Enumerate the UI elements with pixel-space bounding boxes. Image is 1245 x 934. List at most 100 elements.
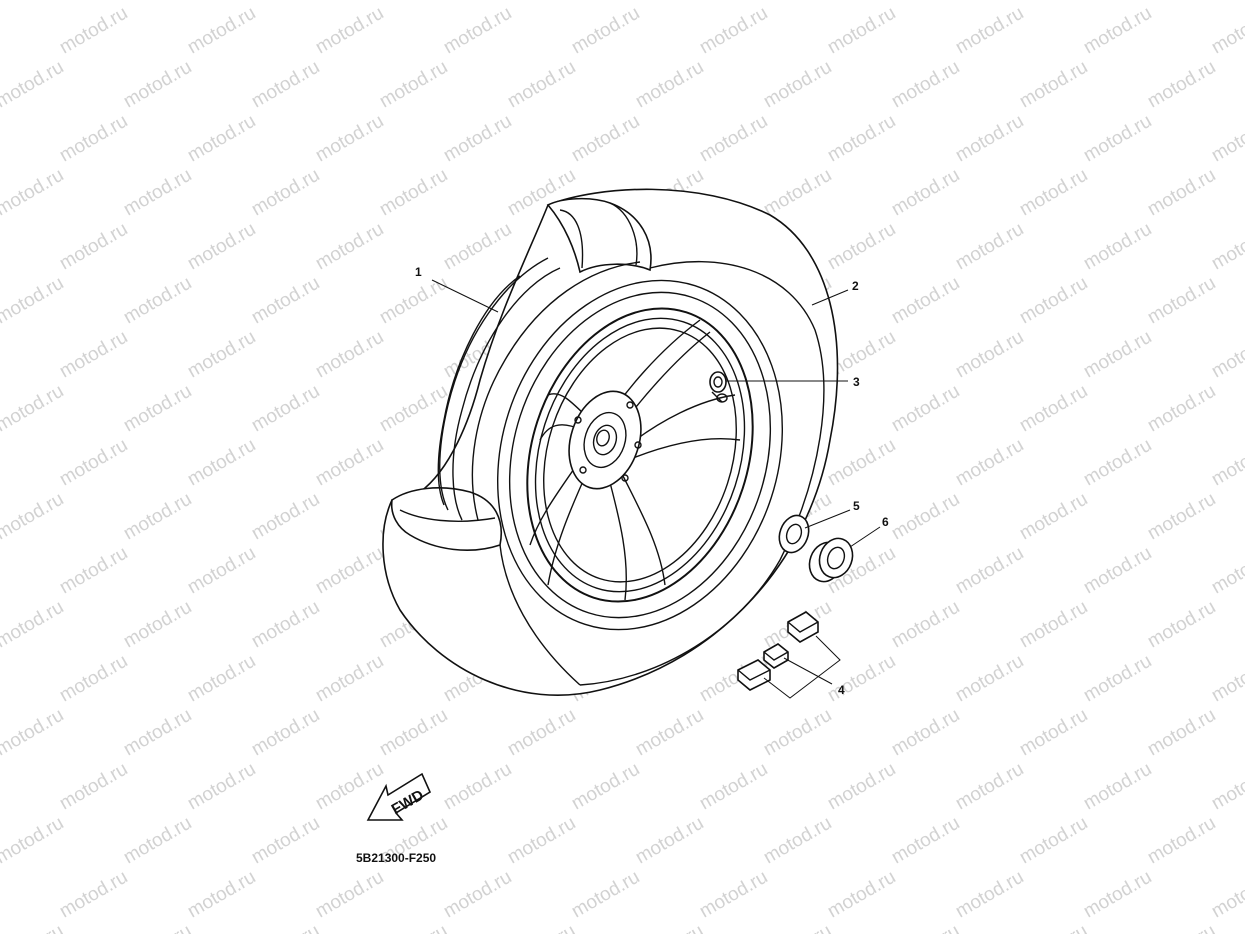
watermark-text: motod.ru xyxy=(1208,327,1245,383)
watermark-text: motod.ru xyxy=(0,489,67,545)
watermark-text: motod.ru xyxy=(760,813,835,869)
watermark-text: motod.ru xyxy=(632,705,707,761)
watermark-text: motod.ru xyxy=(1080,651,1155,707)
watermark-text: motod.ru xyxy=(184,219,259,275)
watermark-text: motod.ru xyxy=(1144,489,1219,545)
watermark-text: motod.ru xyxy=(1080,543,1155,599)
watermark-text: motod.ru xyxy=(1080,435,1155,491)
watermark-text: motod.ru xyxy=(376,921,451,934)
watermark-text: motod.ru xyxy=(312,111,387,167)
watermark-text: motod.ru xyxy=(56,219,131,275)
watermark-text: motod.ru xyxy=(952,3,1027,59)
watermark-text: motod.ru xyxy=(1016,165,1091,221)
watermark-text: motod.ru xyxy=(312,867,387,923)
watermark-text: motod.ru xyxy=(888,705,963,761)
watermark-text: motod.ru xyxy=(824,759,899,815)
watermark-text: motod.ru xyxy=(1080,3,1155,59)
watermark-text: motod.ru xyxy=(1080,867,1155,923)
collar-drawing xyxy=(778,514,810,554)
watermark-text: motod.ru xyxy=(440,867,515,923)
watermark-text: motod.ru xyxy=(888,273,963,329)
watermark-text: motod.ru xyxy=(56,651,131,707)
watermark-text: motod.ru xyxy=(760,0,835,4)
watermark-text: motod.ru xyxy=(888,813,963,869)
watermark-text: motod.ru xyxy=(1144,165,1219,221)
watermark-text: motod.ru xyxy=(184,759,259,815)
watermark-text: motod.ru xyxy=(504,0,579,4)
watermark-text: motod.ru xyxy=(888,165,963,221)
watermark-text: motod.ru xyxy=(504,813,579,869)
watermark-text: motod.ru xyxy=(696,759,771,815)
watermark-text: motod.ru xyxy=(888,57,963,113)
watermark-text: motod.ru xyxy=(504,705,579,761)
watermark-text: motod.ru xyxy=(952,543,1027,599)
watermark-text: motod.ru xyxy=(0,219,3,275)
watermark-text: motod.ru xyxy=(696,867,771,923)
watermark-text: motod.ru xyxy=(1208,651,1245,707)
watermark-text: motod.ru xyxy=(824,435,899,491)
watermark-text: motod.ru xyxy=(248,597,323,653)
watermark-text: motod.ru xyxy=(120,597,195,653)
watermark-text: motod.ru xyxy=(696,111,771,167)
watermark-text: motod.ru xyxy=(1016,921,1091,934)
watermark-text: motod.ru xyxy=(0,813,67,869)
watermark-text: motod.ru xyxy=(824,3,899,59)
watermark-text: motod.ru xyxy=(952,111,1027,167)
watermark-text: motod.ru xyxy=(1208,543,1245,599)
watermark-text: motod.ru xyxy=(0,543,3,599)
watermark-text: motod.ru xyxy=(632,813,707,869)
watermark-text: motod.ru xyxy=(120,0,195,4)
watermark-text: motod.ru xyxy=(1144,705,1219,761)
watermark-text: motod.ru xyxy=(824,651,899,707)
watermark-text: motod.ru xyxy=(56,759,131,815)
watermark-text: motod.ru xyxy=(1016,0,1091,4)
watermark-text: motod.ru xyxy=(184,327,259,383)
bearing-drawing xyxy=(808,537,854,583)
callout-2: 2 xyxy=(852,279,859,293)
watermark-text: motod.ru xyxy=(120,381,195,437)
watermark-text: motod.ru xyxy=(0,57,67,113)
watermark-text: motod.ru xyxy=(1016,57,1091,113)
callout-6: 6 xyxy=(882,515,889,529)
watermark-text: motod.ru xyxy=(56,867,131,923)
watermark-text: motod.ru xyxy=(248,813,323,869)
watermark-text: motod.ru xyxy=(312,543,387,599)
watermark-text: motod.ru xyxy=(1144,381,1219,437)
balance-weights-drawing xyxy=(737,611,819,691)
watermark-text: motod.ru xyxy=(888,597,963,653)
watermark-text: motod.ru xyxy=(0,0,67,4)
watermark-text: motod.ru xyxy=(248,489,323,545)
watermark-text: motod.ru xyxy=(120,813,195,869)
watermark-text: motod.ru xyxy=(0,435,3,491)
watermark-text: motod.ru xyxy=(376,57,451,113)
watermark-text: motod.ru xyxy=(760,921,835,934)
watermark-text: motod.ru xyxy=(312,3,387,59)
watermark-text: motod.ru xyxy=(440,3,515,59)
valve-drawing xyxy=(709,371,728,403)
watermark-text: motod.ru xyxy=(1080,111,1155,167)
watermark-text: motod.ru xyxy=(0,705,67,761)
watermark-text: motod.ru xyxy=(0,759,3,815)
watermark-text: motod.ru xyxy=(1016,273,1091,329)
watermark-text: motod.ru xyxy=(504,921,579,934)
watermark-text: motod.ru xyxy=(248,0,323,4)
watermark-text: motod.ru xyxy=(184,111,259,167)
watermark-text: motod.ru xyxy=(1016,597,1091,653)
watermark-text: motod.ru xyxy=(1080,759,1155,815)
watermark-text: motod.ru xyxy=(0,165,67,221)
watermark-text: motod.ru xyxy=(56,543,131,599)
watermark-text: motod.ru xyxy=(1144,0,1219,4)
watermark-text: motod.ru xyxy=(696,3,771,59)
watermark-text: motod.ru xyxy=(56,435,131,491)
watermark-text: motod.ru xyxy=(184,867,259,923)
watermark-text: motod.ru xyxy=(0,921,67,934)
watermark-text: motod.ru xyxy=(0,327,3,383)
watermark-text: motod.ru xyxy=(952,867,1027,923)
watermark-text: motod.ru xyxy=(952,327,1027,383)
watermark-text: motod.ru xyxy=(120,705,195,761)
watermark-text: motod.ru xyxy=(1144,597,1219,653)
watermark-text: motod.ru xyxy=(440,111,515,167)
watermark-text: motod.ru xyxy=(568,111,643,167)
watermark-text: motod.ru xyxy=(0,651,3,707)
